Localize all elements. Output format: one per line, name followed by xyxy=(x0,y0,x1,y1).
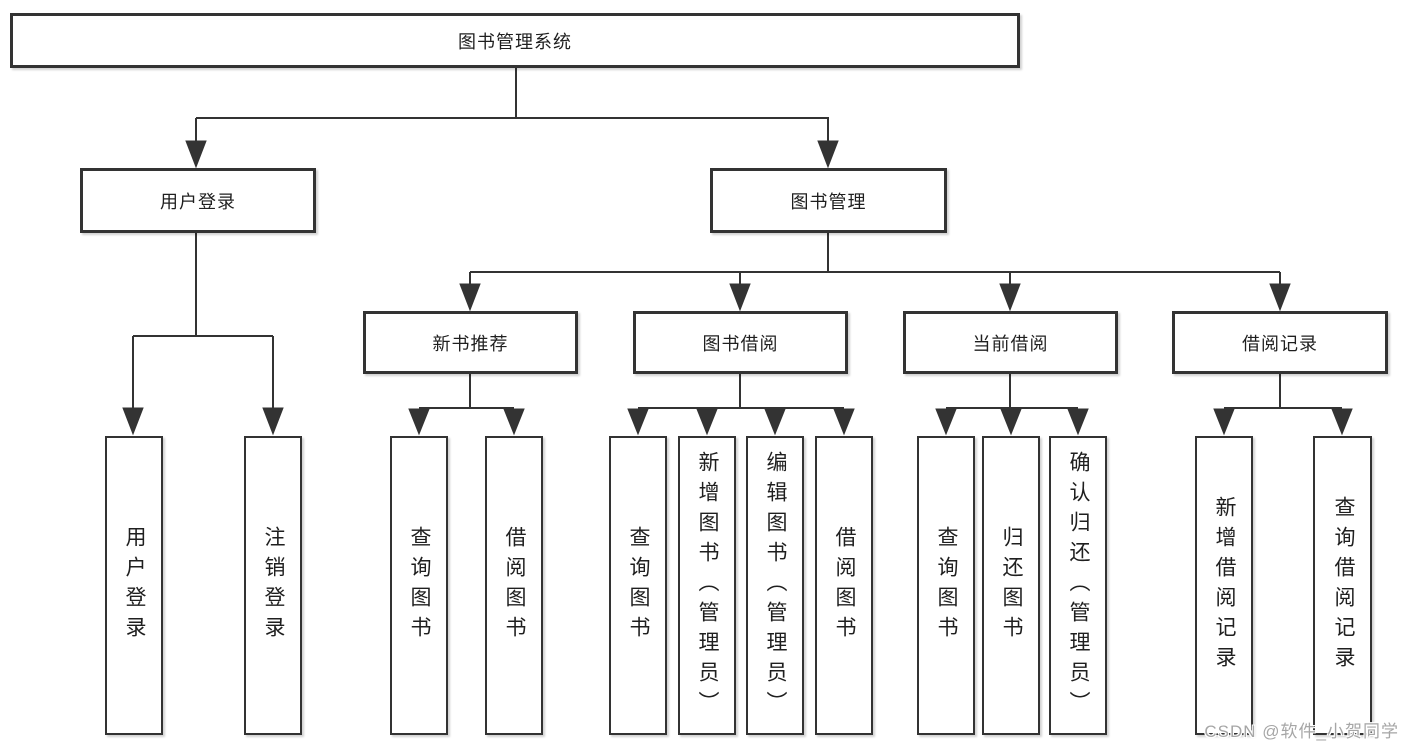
node-current-borrow: 当前借阅 xyxy=(903,311,1118,374)
node-leaf-borrow-books: 借阅图书 xyxy=(815,436,873,735)
node-leaf-add-books-admin: 新增图书（管理员） xyxy=(678,436,736,735)
node-leaf-confirm-return-admin: 确认归还（管理员） xyxy=(1049,436,1107,735)
node-leaf-query-borrow-record: 查询借阅记录 xyxy=(1313,436,1372,735)
node-leaf-query-books-current: 查询图书 xyxy=(917,436,975,735)
node-leaf-add-borrow-record: 新增借阅记录 xyxy=(1195,436,1253,735)
node-user-login: 用户登录 xyxy=(80,168,316,233)
node-new-book-recommend: 新书推荐 xyxy=(363,311,578,374)
node-leaf-query-books-borrow: 查询图书 xyxy=(609,436,667,735)
node-book-management: 图书管理 xyxy=(710,168,947,233)
node-leaf-return-books: 归还图书 xyxy=(982,436,1040,735)
node-library-management-system: 图书管理系统 xyxy=(10,13,1020,68)
node-book-borrow: 图书借阅 xyxy=(633,311,848,374)
node-leaf-user-login: 用户登录 xyxy=(105,436,163,735)
node-leaf-query-books-recommend: 查询图书 xyxy=(390,436,448,735)
csdn-watermark: CSDN @软件_小贺同学 xyxy=(1204,722,1399,741)
node-leaf-borrow-books-recommend: 借阅图书 xyxy=(485,436,543,735)
node-borrow-records: 借阅记录 xyxy=(1172,311,1388,374)
node-leaf-edit-books-admin: 编辑图书（管理员） xyxy=(746,436,804,735)
node-leaf-logout: 注销登录 xyxy=(244,436,302,735)
